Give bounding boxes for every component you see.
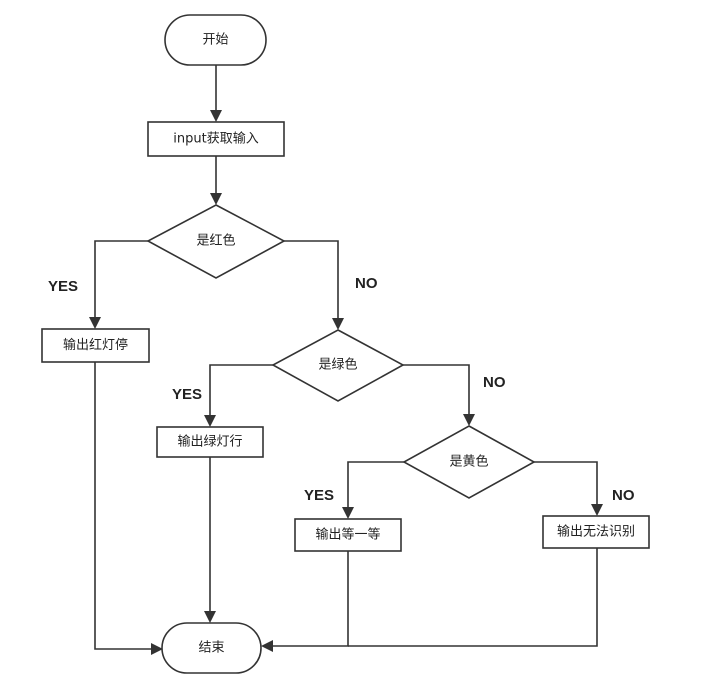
start-label: 开始 (202, 33, 228, 48)
arrowhead-input (210, 110, 222, 122)
output-yellow-shape (294, 518, 402, 552)
arrowhead-output-yellow (342, 507, 354, 519)
arrowhead-output-green (204, 415, 216, 427)
output-yellow-node: 输出等一等 (294, 518, 402, 552)
end-node: 结束 (161, 622, 262, 674)
label-yellow-no: NO (612, 487, 635, 504)
decision-green-label: 是绿色 (318, 357, 357, 373)
arrowhead-decision-green (332, 318, 344, 330)
edges (94, 65, 598, 650)
output-green-label: 输出绿灯行 (177, 434, 242, 450)
output-red-label: 输出红灯停 (63, 337, 128, 353)
start-terminal-shape (164, 14, 267, 66)
input-node: input获取输入 (147, 121, 285, 157)
decision-green-shape (271, 329, 405, 402)
decision-yellow-shape (402, 425, 536, 499)
arrowheads (89, 110, 603, 655)
output-green-node: 输出绿灯行 (156, 426, 264, 458)
output-red-shape (41, 328, 150, 363)
output-unknown-label: 输出无法识别 (557, 524, 635, 540)
edge-red-yes (94, 240, 148, 319)
arrowhead-decision-red (210, 193, 222, 205)
output-green-shape (156, 426, 264, 458)
branch-labels: YES NO YES NO YES NO (48, 275, 635, 504)
input-process-shape (147, 121, 285, 157)
start-node: 开始 (164, 14, 267, 66)
label-yellow-yes: YES (304, 487, 334, 504)
edge-yellow-no (534, 461, 598, 506)
edge-yellow-yes (347, 461, 404, 509)
output-unknown-shape (542, 515, 650, 549)
end-terminal-shape (161, 622, 262, 674)
input-label: input获取输入 (173, 131, 258, 147)
edge-unknown-to-end (348, 548, 598, 647)
label-green-no: NO (483, 374, 506, 391)
decision-yellow-label: 是黄色 (449, 454, 488, 470)
arrowhead-end-right (261, 640, 273, 652)
label-red-yes: YES (48, 278, 78, 295)
end-label: 结束 (198, 641, 224, 656)
label-red-no: NO (355, 275, 378, 292)
edge-green-yes (209, 364, 273, 417)
decision-yellow-node: 是黄色 (402, 425, 536, 499)
decision-red-node: 是红色 (146, 204, 286, 279)
arrowhead-output-red (89, 317, 101, 329)
label-green-yes: YES (172, 386, 202, 403)
edge-yellow-to-end (264, 551, 349, 647)
arrowhead-end-left (151, 643, 163, 655)
output-red-node: 输出红灯停 (41, 328, 150, 363)
arrowhead-decision-yellow (463, 414, 475, 426)
arrowhead-output-unknown (591, 504, 603, 516)
arrowhead-end-top (204, 611, 216, 623)
output-yellow-label: 输出等一等 (315, 527, 380, 543)
edge-red-no (284, 240, 339, 320)
output-unknown-node: 输出无法识别 (542, 515, 650, 549)
edge-red-to-end (94, 362, 152, 650)
decision-red-shape (146, 204, 286, 279)
decision-red-label: 是红色 (196, 233, 235, 249)
decision-green-node: 是绿色 (271, 329, 405, 402)
edge-green-no (403, 364, 470, 416)
